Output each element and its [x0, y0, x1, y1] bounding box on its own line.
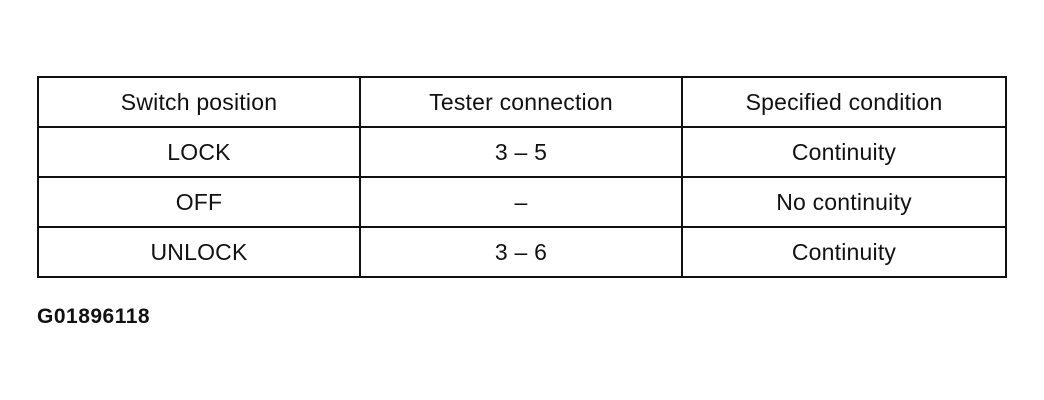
- table-header-row: Switch position Tester connection Specif…: [37, 76, 1007, 128]
- cell-switch-position: LOCK: [37, 126, 361, 178]
- header-switch-position: Switch position: [37, 76, 361, 128]
- cell-tester-connection: –: [359, 176, 683, 228]
- cell-specified-condition: Continuity: [681, 126, 1007, 178]
- cell-specified-condition: Continuity: [681, 226, 1007, 278]
- header-tester-connection: Tester connection: [359, 76, 683, 128]
- switch-inspection-table: Switch position Tester connection Specif…: [37, 76, 1007, 278]
- table-row: OFF – No continuity: [37, 176, 1007, 228]
- table-row: UNLOCK 3 – 6 Continuity: [37, 226, 1007, 278]
- table-row: LOCK 3 – 5 Continuity: [37, 126, 1007, 178]
- header-specified-condition: Specified condition: [681, 76, 1007, 128]
- cell-tester-connection: 3 – 6: [359, 226, 683, 278]
- cell-switch-position: OFF: [37, 176, 361, 228]
- figure-code: G01896118: [37, 305, 151, 328]
- cell-specified-condition: No continuity: [681, 176, 1007, 228]
- cell-tester-connection: 3 – 5: [359, 126, 683, 178]
- cell-switch-position: UNLOCK: [37, 226, 361, 278]
